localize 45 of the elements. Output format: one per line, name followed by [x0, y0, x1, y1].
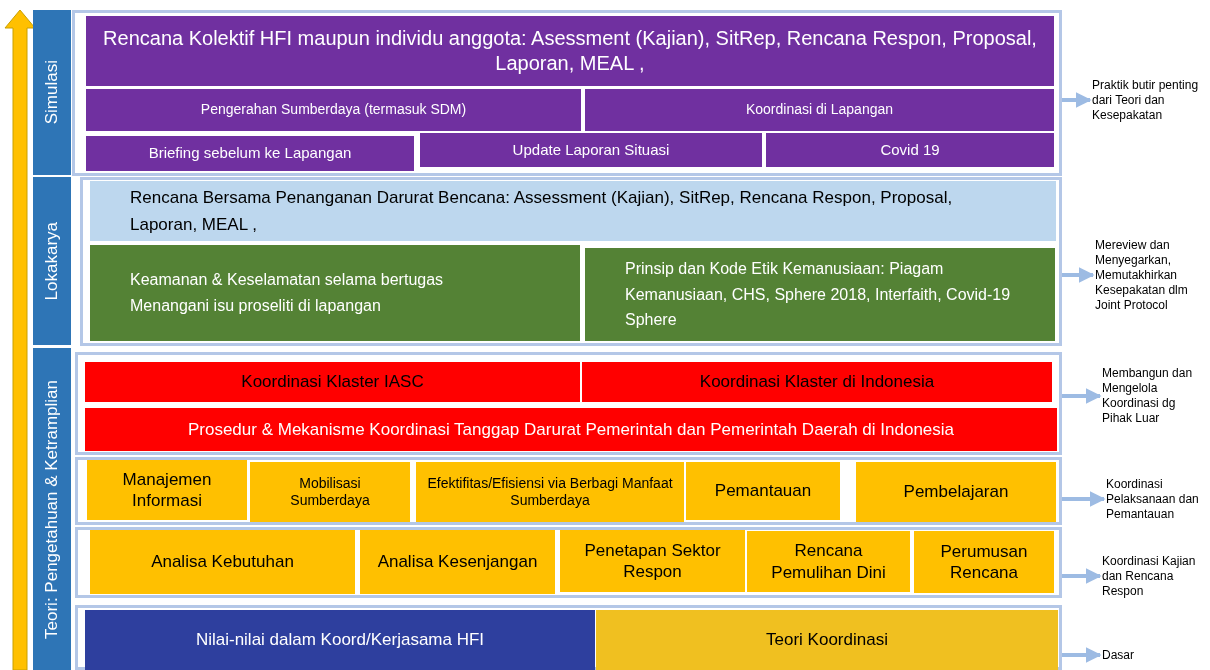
outcome-text: Mereview dan Menyegarkan, Memutakhirkan Kesepakatan dlm Joint Protocol	[1095, 228, 1209, 322]
topic-box: Analisa Kesenjangan	[360, 530, 555, 594]
group-frame	[75, 352, 1062, 455]
topic-box: Rencana Bersama Penanganan Darurat Bencana: Assessment (Kajian), SitRep, Rencana Respon, Proposal, Laporan, MEAL ,	[90, 181, 1056, 241]
group-frame	[75, 457, 1062, 525]
topic-box: Covid 19	[766, 133, 1054, 167]
topic-box: Nilai-nilai dalam Koord/Kerjasama HFI	[85, 610, 595, 670]
arrow	[1062, 647, 1102, 663]
topic-box: Rencana Kolektif HFI maupun individu anggota: Asessment (Kajian), SitRep, Rencana Respon, Proposal, Laporan, MEAL ,	[86, 16, 1054, 86]
topic-box: Koordinasi Klaster di Indonesia	[582, 362, 1052, 402]
topic-box: Update Laporan Situasi	[420, 133, 762, 167]
arrow	[1062, 92, 1092, 108]
group-frame	[75, 605, 1062, 670]
topic-box: Pengerahan Sumberdaya (termasuk SDM)	[86, 89, 581, 131]
topic-box: Rencana Pemulihan Dini	[747, 531, 910, 592]
outcome-text: Koordinasi Kajian dan Rencana Respon	[1102, 547, 1208, 605]
topic-box: Keamanan & Keselamatan selama bertugas Menangani isu proseliti di lapangan	[90, 245, 580, 341]
arrow	[1062, 267, 1095, 283]
topic-box: Briefing sebelum ke Lapangan	[86, 136, 414, 171]
topic-box: Koordinasi di Lapangan	[585, 89, 1054, 131]
topic-box: Manajemen Informasi	[87, 460, 247, 520]
topic-box: Koordinasi Klaster IASC	[85, 362, 580, 402]
topic-box: Penetapan Sektor Respon	[560, 530, 745, 592]
stage-band: Simulasi	[33, 10, 71, 175]
stage-band: Lokakarya	[33, 177, 71, 345]
group-frame	[75, 527, 1062, 598]
topic-box: Pemantauan	[686, 462, 840, 520]
topic-box: Pembelajaran	[856, 462, 1056, 522]
topic-box: Efektifitas/Efisiensi via Berbagi Manfaat Sumberdaya	[416, 462, 684, 522]
topic-box: Teori Koordinasi	[596, 610, 1058, 670]
outcome-text: Praktik butir penting dari Teori dan Kesepakatan	[1092, 70, 1208, 130]
topic-box: Prinsip dan Kode Etik Kemanusiaan: Piagam Kemanusiaan, CHS, Sphere 2018, Interfaith, Covid-19 Sphere	[585, 248, 1055, 341]
arrow	[1062, 568, 1102, 584]
arrow	[1062, 388, 1102, 404]
group-frame	[80, 177, 1062, 346]
group-frame	[72, 10, 1062, 176]
outcome-text: Membangun dan Mengelola Koordinasi dg Pihak Luar	[1102, 358, 1202, 434]
arrow	[1062, 491, 1106, 507]
topic-box: Analisa Kebutuhan	[90, 530, 355, 594]
topic-box: Perumusan Rencana	[914, 531, 1054, 593]
outcome-text: Koordinasi Pelaksanaan dan Pemantauan	[1106, 460, 1202, 538]
outcome-text: Dasar	[1102, 645, 1162, 665]
topic-box: Mobilisasi Sumberdaya	[250, 462, 410, 522]
topic-box: Prosedur & Mekanisme Koordinasi Tanggap Darurat Pemerintah dan Pemerintah Daerah di Indonesia	[85, 408, 1057, 451]
stage-band: Teori: Pengetahuan & Ketramplian	[33, 348, 71, 670]
